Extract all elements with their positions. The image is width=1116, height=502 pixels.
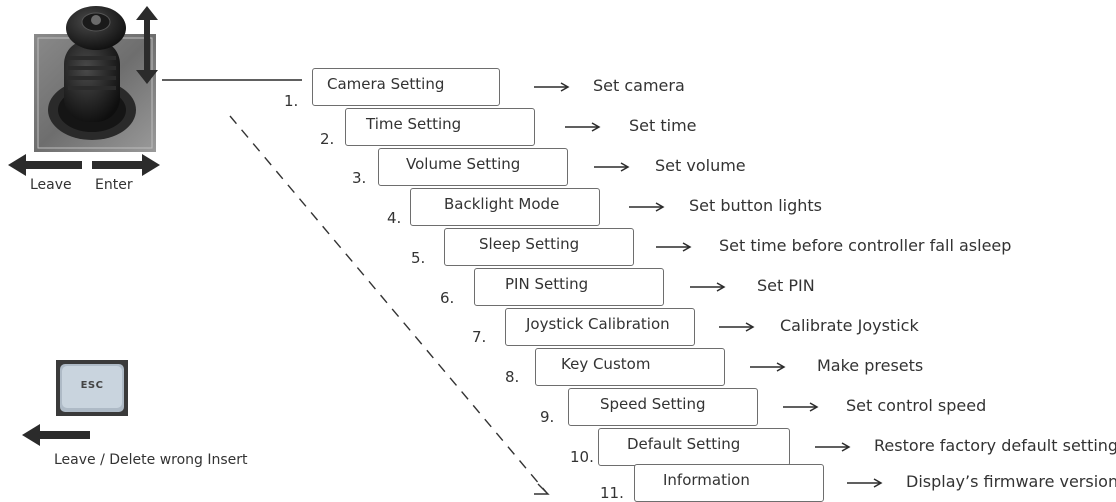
right-arrow-icon — [565, 122, 601, 132]
menu-item-number: 9. — [540, 408, 555, 426]
menu-item-description: Set time before controller fall asleep — [719, 236, 1012, 255]
menu-item-description: Calibrate Joystick — [780, 316, 919, 335]
menu-item-label: Key Custom — [561, 355, 651, 373]
right-arrow-icon — [629, 202, 665, 212]
right-arrow-icon — [534, 82, 570, 92]
menu-item-label: Joystick Calibration — [526, 315, 670, 333]
menu-item-box: Default Setting — [598, 428, 790, 466]
leave-label: Leave — [30, 177, 72, 193]
menu-item-description: Display’s firmware version — [906, 472, 1116, 491]
menu-item-number: 5. — [411, 249, 426, 267]
menu-item-description: Set time — [629, 116, 697, 135]
menu-item-box: Backlight Mode — [410, 188, 600, 226]
menu-item-number: 1. — [284, 92, 299, 110]
menu-item-number: 3. — [352, 169, 367, 187]
right-arrow-icon — [656, 242, 692, 252]
menu-item-label: PIN Setting — [505, 275, 589, 293]
back-arrow-icon — [22, 424, 90, 446]
menu-item-box: PIN Setting — [474, 268, 664, 306]
joystick-image — [34, 6, 156, 152]
enter-label: Enter — [95, 177, 133, 193]
menu-item-box: Joystick Calibration — [505, 308, 695, 346]
menu-item-description: Set PIN — [757, 276, 815, 295]
menu-item-box: Volume Setting — [378, 148, 568, 186]
menu-item-description: Set button lights — [689, 196, 823, 215]
menu-item-label: Sleep Setting — [479, 235, 580, 253]
up-down-arrow-icon — [136, 6, 158, 84]
dashed-progress-arrow — [229, 115, 550, 495]
right-arrow-icon — [815, 442, 851, 452]
menu-item-box: Sleep Setting — [444, 228, 634, 266]
menu-item-number: 8. — [505, 368, 520, 386]
esc-key-icon — [56, 360, 128, 416]
menu-item-box: Time Setting — [345, 108, 535, 146]
right-arrow-icon — [594, 162, 630, 172]
menu-item-box: Camera Setting — [312, 68, 500, 106]
menu-item-label: Speed Setting — [600, 395, 706, 413]
connector-line — [162, 79, 302, 81]
menu-item-box: Information — [634, 464, 824, 502]
menu-item-description: Set volume — [655, 156, 746, 175]
menu-item-description: Set control speed — [846, 396, 987, 415]
right-arrow-icon — [750, 362, 786, 372]
esc-key-label: ESC — [80, 379, 104, 391]
left-arrow-icon — [8, 154, 82, 176]
menu-item-number: 6. — [440, 289, 455, 307]
menu-item-description: Make presets — [817, 356, 924, 375]
esc-caption: Leave / Delete wrong Insert — [54, 452, 248, 468]
menu-item-number: 7. — [472, 328, 487, 346]
menu-item-number: 2. — [320, 130, 335, 148]
menu-item-label: Time Setting — [366, 115, 462, 133]
menu-item-description: Set camera — [593, 76, 685, 95]
menu-item-label: Information — [663, 471, 750, 489]
menu-item-label: Backlight Mode — [444, 195, 560, 213]
right-arrow-icon — [690, 282, 726, 292]
menu-item-label: Volume Setting — [406, 155, 521, 173]
menu-item-box: Speed Setting — [568, 388, 758, 426]
menu-item-description: Restore factory default setting — [874, 436, 1116, 455]
menu-item-number: 11. — [600, 484, 624, 502]
menu-item-label: Default Setting — [627, 435, 741, 453]
right-arrow-icon — [783, 402, 819, 412]
menu-item-label: Camera Setting — [327, 75, 445, 93]
right-arrow-icon — [847, 478, 883, 488]
menu-item-box: Key Custom — [535, 348, 725, 386]
menu-item-number: 4. — [387, 209, 402, 227]
menu-item-number: 10. — [570, 448, 594, 466]
right-arrow-icon — [92, 154, 160, 176]
right-arrow-icon — [719, 322, 755, 332]
